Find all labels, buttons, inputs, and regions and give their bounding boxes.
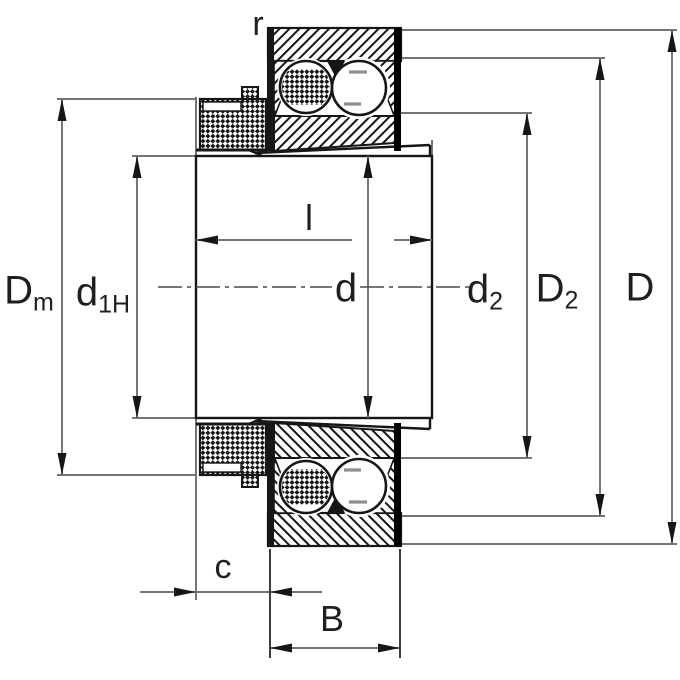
dimension-arrowheads [57, 30, 677, 653]
dim-label-c: c [214, 548, 232, 586]
upper-bearing-and-sleeve-assembly [196, 26, 432, 157]
dim-label-l: l [305, 197, 313, 238]
dim-label-d1H: d1H [75, 270, 131, 319]
dim-label-d: d [334, 266, 358, 311]
dimension-lines [57, 29, 677, 658]
dim-label-Dm: Dm [4, 268, 54, 317]
dim-label-B: B [319, 598, 345, 639]
dim-label-d2: d2 [466, 267, 504, 316]
dim-label-r: r [252, 5, 264, 43]
dim-label-D: D [625, 265, 655, 310]
dim-label-D2: D2 [535, 266, 579, 315]
